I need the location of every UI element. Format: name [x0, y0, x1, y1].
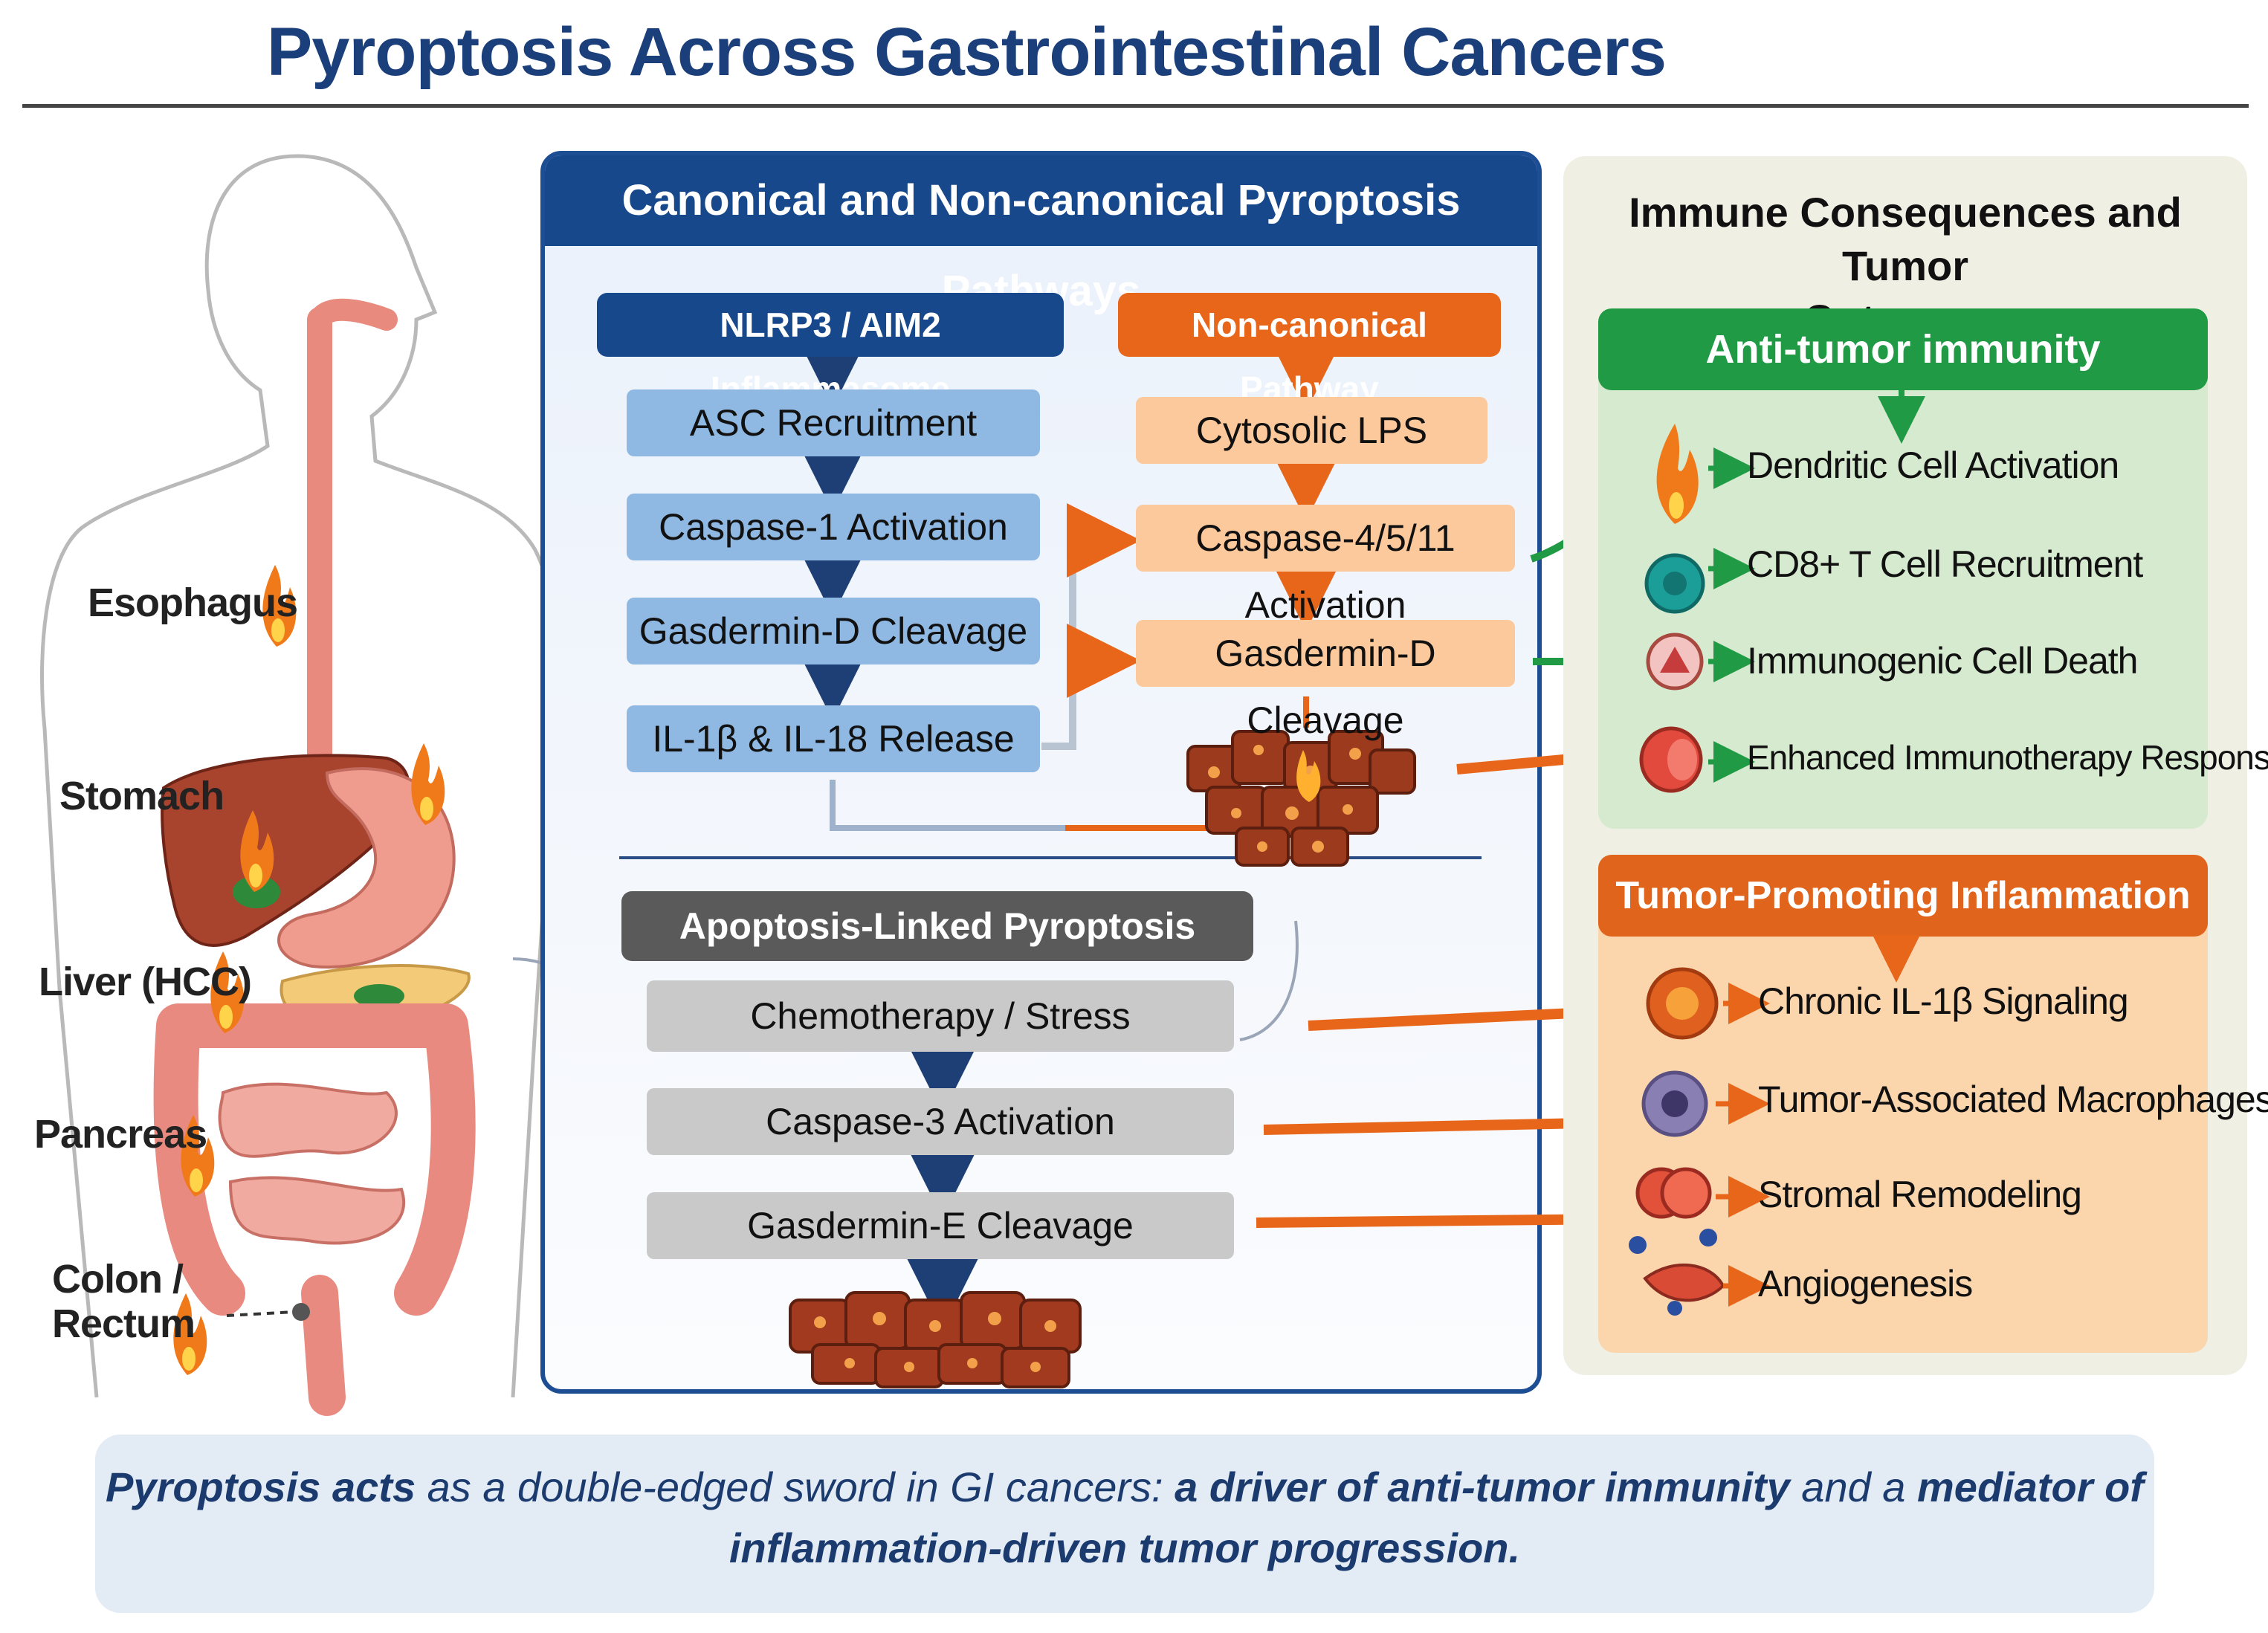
summary-emph-1: Pyroptosis acts [106, 1464, 416, 1510]
summary-note: Pyroptosis acts as a double-edged sword … [95, 1435, 2154, 1613]
step-caspase3-activation: Caspase-3 Activation [647, 1088, 1234, 1155]
label-pancreas: Pancreas [34, 1112, 207, 1157]
page-title: Pyroptosis Across Gastrointestinal Cance… [266, 14, 1667, 90]
immune-panel: Immune Consequences and Tumor Outcomes A… [1563, 156, 2268, 1375]
step-gasdermin-d-cleavage-noncanonical: Gasdermin-D Cleavage [1136, 620, 1515, 741]
step-il1b-il18-release: IL-1β & IL-18 Release [627, 705, 1040, 772]
outcome-stromal-remodeling: Stromal Remodeling [1758, 1174, 2082, 1215]
step-gasdermin-d-cleavage-canonical: Gasdermin-D Cleavage [627, 598, 1040, 664]
outcome-angiogenesis: Angiogenesis [1758, 1263, 1973, 1304]
label-rectum: Rectum [52, 1301, 196, 1346]
step-gasdermin-e-cleavage: Gasdermin-E Cleavage [647, 1192, 1234, 1259]
summary-line-1: Pyroptosis acts as a double-edged sword … [95, 1463, 2154, 1511]
step-chemotherapy-stress: Chemotherapy / Stress [647, 980, 1234, 1052]
apoptosis-header: Apoptosis-Linked Pyroptosis [621, 891, 1253, 961]
title-divider [22, 104, 2249, 108]
pathways-panel: Canonical and Non-canonical Pyroptosis P… [540, 151, 1542, 1394]
canonical-header: NLRP3 / AIM2 Inflammasome [597, 293, 1064, 408]
outcome-tumor-associated-macrophages: Tumor-Associated Macrophages [1758, 1079, 2268, 1120]
pathway-arrows [619, 349, 1482, 1388]
label-liver: Liver (HCC) [39, 960, 252, 1004]
immune-title-line1: Immune Consequences and Tumor [1629, 189, 2182, 289]
label-stomach: Stomach [59, 774, 224, 818]
noncanonical-header: Non-canonical Pathway [1118, 293, 1501, 408]
outcome-enhanced-immunotherapy-response: Enhanced Immunotherapy Response [1747, 738, 2268, 777]
summary-line-2: inflammation-driven tumor progression. [728, 1524, 1521, 1571]
pathways-title: Canonical and Non-canonical Pyroptosis P… [545, 155, 1537, 315]
summary-emph-2: a driver of anti-tumor immunity [1175, 1464, 1790, 1510]
tumor-promoting-header: Tumor-Promoting Inflammation [1598, 855, 2208, 937]
outcome-cd8-t-cell-recruitment: CD8+ T Cell Recruitment [1747, 543, 2143, 585]
label-colon: Colon / [52, 1257, 184, 1301]
outcome-immunogenic-cell-death: Immunogenic Cell Death [1747, 640, 2138, 682]
summary-text-2: and a [1789, 1464, 1918, 1510]
immune-icons [1629, 390, 1925, 1316]
step-caspase1-activation: Caspase-1 Activation [627, 494, 1040, 560]
outcome-chronic-il1b-signaling: Chronic IL-1β Signaling [1758, 980, 2129, 1022]
step-asc-recruitment: ASC Recruitment [627, 389, 1040, 456]
summary-emph-3: mediator of [1917, 1464, 2144, 1510]
anti-tumor-header: Anti-tumor immunity [1598, 308, 2208, 390]
summary-text-1: as a double-edged sword in GI cancers: [416, 1464, 1175, 1510]
outcome-dendritic-cell-activation: Dendritic Cell Activation [1747, 444, 2119, 486]
label-esophagus: Esophagus [88, 581, 298, 625]
step-caspase-4-5-11-activation: Caspase-4/5/11 Activation [1136, 505, 1515, 626]
step-cytosolic-lps: Cytosolic LPS [1136, 397, 1487, 464]
